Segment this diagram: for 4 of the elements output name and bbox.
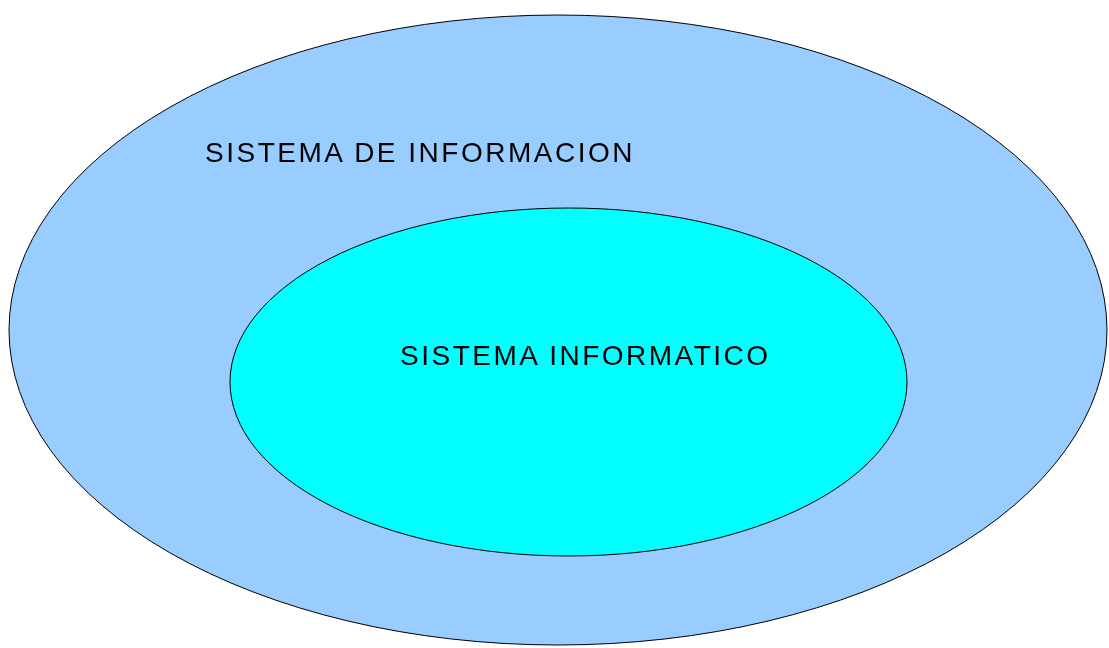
ellipse-region (8, 14, 1108, 646)
region-title: SISTEMA INFORMATICO (400, 341, 771, 372)
region-title: SISTEMA DE INFORMACION (205, 138, 635, 169)
ellipse-region (229, 207, 908, 557)
